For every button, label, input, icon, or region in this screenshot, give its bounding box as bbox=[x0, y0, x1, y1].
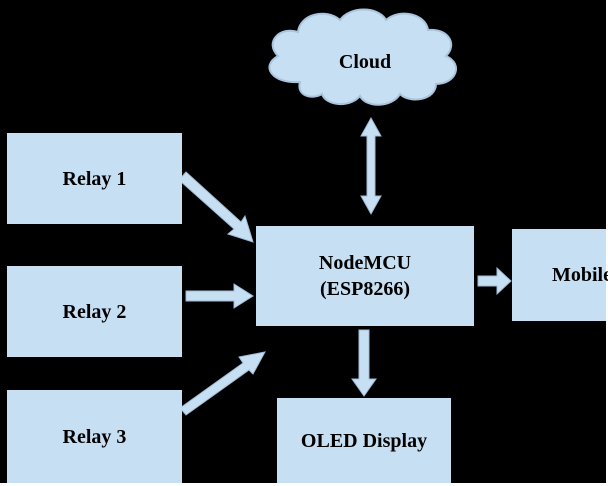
oled-display-box: OLED Display bbox=[277, 398, 451, 483]
relay-2-box: Relay 2 bbox=[7, 266, 182, 357]
nodemcu-label-line1: NodeMCU bbox=[318, 252, 412, 274]
relay-3-label: Relay 3 bbox=[62, 425, 127, 448]
mobile-box: Mobile bbox=[512, 229, 608, 321]
oled-display-label: OLED Display bbox=[300, 429, 428, 452]
cloud-label: Cloud bbox=[338, 50, 392, 73]
relay-1-label: Relay 1 bbox=[62, 167, 127, 190]
relay-2-label: Relay 2 bbox=[62, 300, 127, 323]
nodemcu-box: NodeMCU (ESP8266) bbox=[256, 226, 474, 326]
mobile-label: Mobile bbox=[552, 264, 608, 286]
nodemcu-label-line2: (ESP8266) bbox=[320, 278, 410, 300]
relay-1-box: Relay 1 bbox=[7, 133, 182, 224]
relay-3-box: Relay 3 bbox=[7, 390, 182, 483]
